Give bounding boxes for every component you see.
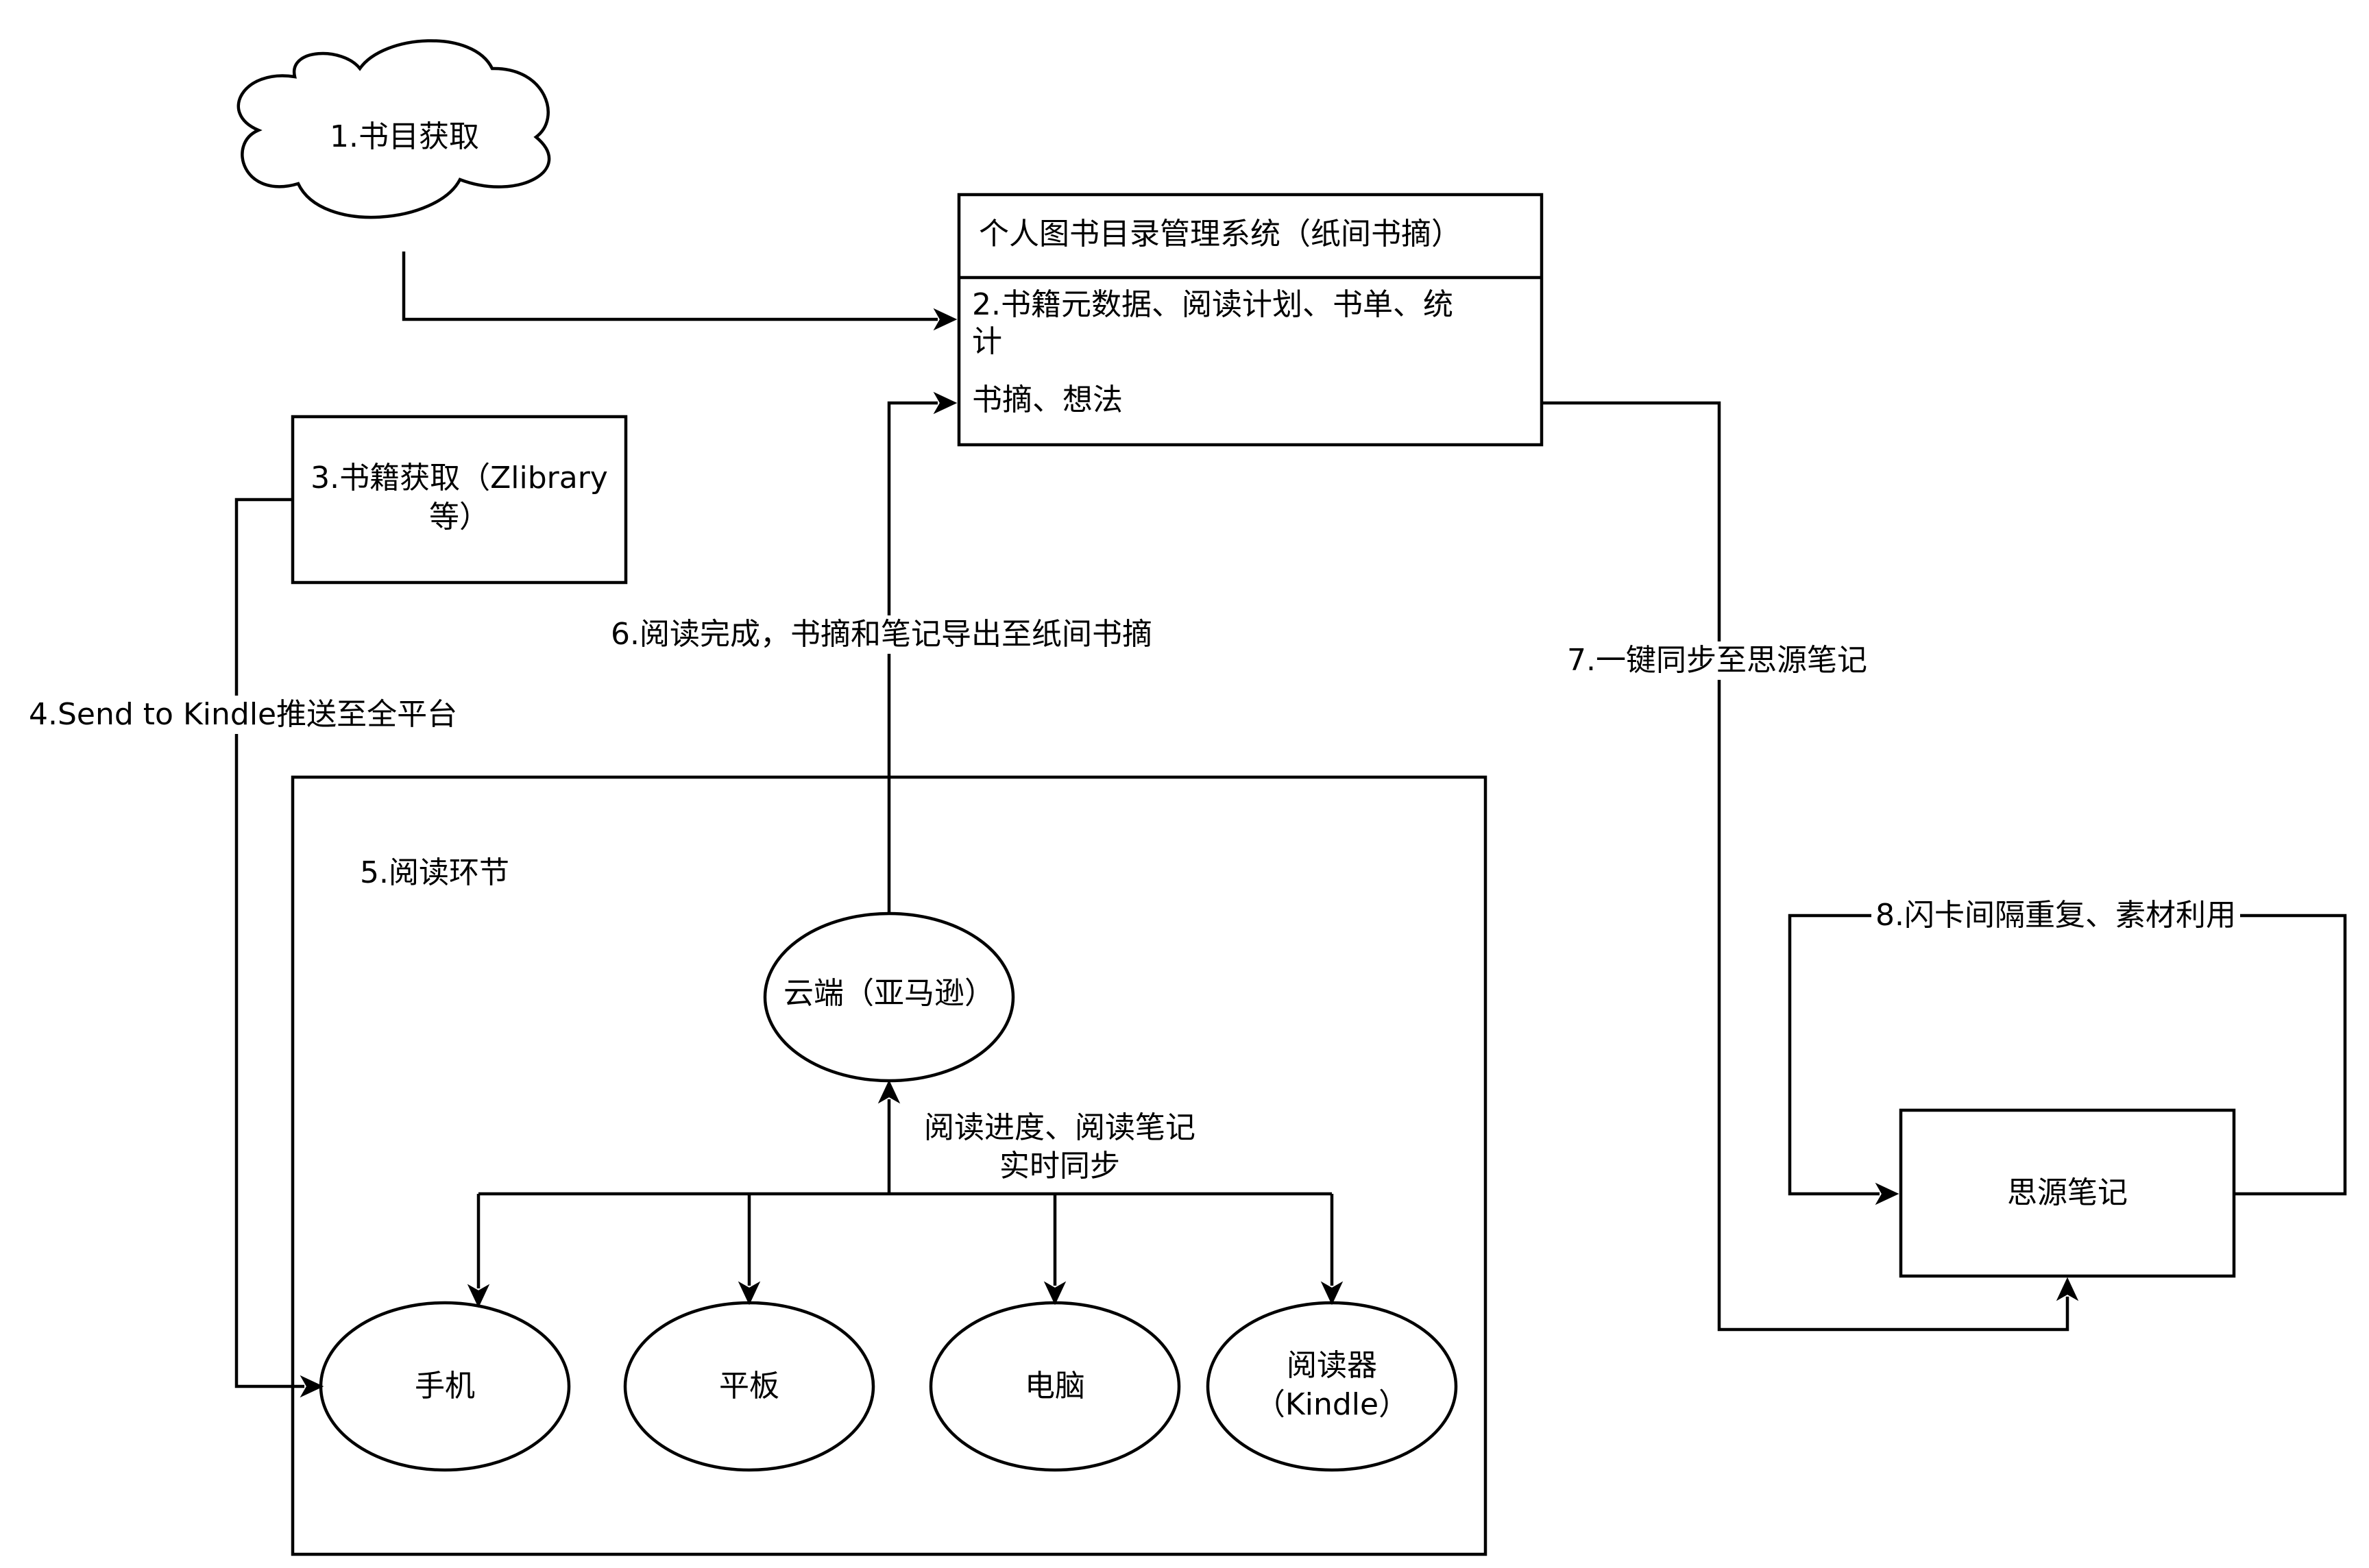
edge-label-flashcards: 8.闪卡间隔重复、素材利用	[1871, 896, 2240, 935]
edge-send-to-kindle	[234, 498, 304, 1388]
catalog-system-title: 个人图书目录管理系统（纸间书摘）	[979, 217, 1461, 252]
edge-catalog-to-system	[402, 252, 938, 321]
siyuan-notes-box	[1899, 1108, 2236, 1278]
arrowhead-bus-to-phone	[467, 1284, 490, 1308]
arrowhead-bus-to-tablet	[738, 1281, 761, 1306]
reading-stage-title: 5.阅读环节	[360, 855, 509, 890]
edge-system-to-siyuan	[1542, 401, 2069, 1332]
arrowhead-bus-to-reader	[1320, 1281, 1344, 1306]
computer-label: 电脑	[1025, 1369, 1085, 1404]
edge-label-sync-siyuan: 7.一键同步至思源笔记	[1563, 641, 1871, 680]
kindle-reader-label-line2: （Kindle）	[1254, 1387, 1409, 1422]
edge-label-export-excerpts: 6.阅读完成，书摘和笔记导出至纸间书摘	[607, 615, 1156, 654]
catalog-system-metadata-line2: 计	[972, 324, 1002, 359]
sync-label-line1: 阅读进度、阅读笔记	[902, 1109, 1217, 1147]
kindle-reader-label-line1: 阅读器	[1287, 1348, 1377, 1383]
arrowhead-system-to-siyuan	[2056, 1277, 2079, 1301]
arrowhead-flashcard-loop	[1875, 1182, 1899, 1205]
book-source-line1: 3.书籍获取（Zlibrary	[311, 461, 608, 495]
catalog-system-box	[957, 193, 1544, 447]
siyuan-notes-label: 思源笔记	[2007, 1175, 2128, 1210]
arrowhead-cloud-export-to-system	[933, 391, 958, 415]
arrowhead-catalog-to-system	[933, 308, 958, 331]
phone-label: 手机	[415, 1369, 475, 1404]
arrowhead-devices-sync-to-cloud	[877, 1079, 901, 1104]
arrowhead-bus-to-computer	[1043, 1281, 1067, 1306]
cloud-shape-book-catalog	[236, 39, 551, 219]
tablet-label: 平板	[719, 1369, 779, 1404]
catalog-system-metadata-line1: 2.书籍元数据、阅读计划、书单、统	[972, 287, 1453, 322]
arrowhead-send-to-kindle	[300, 1375, 324, 1398]
catalog-system-excerpts: 书摘、想法	[972, 382, 1123, 417]
edge-label-send-to-kindle: 4.Send to Kindle推送至全平台	[25, 696, 462, 734]
sync-label-line2: 实时同步	[902, 1147, 1217, 1186]
cloud-label-book-catalog: 1.书目获取	[330, 119, 479, 154]
book-source-line2: 等）	[429, 500, 489, 535]
edge-cloud-export-to-system	[887, 401, 938, 914]
cloud-amazon-label: 云端（亚马逊）	[783, 976, 995, 1011]
